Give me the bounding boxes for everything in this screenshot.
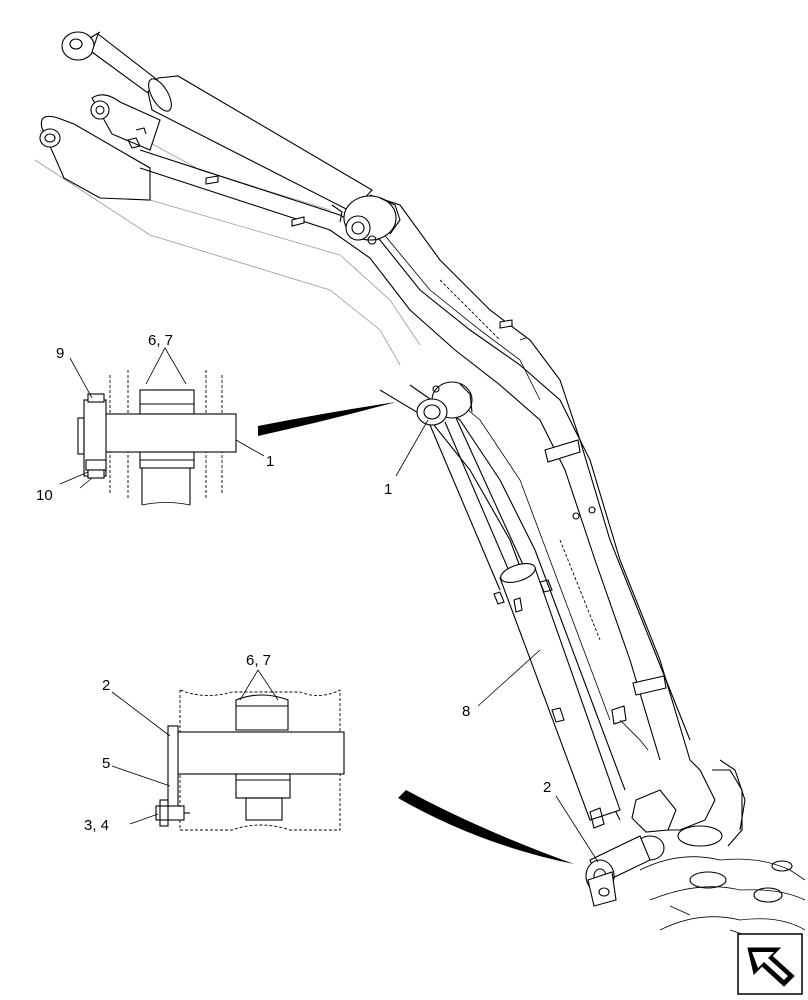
detail-view-foot-pin xyxy=(111,669,345,831)
callout-8: 8 xyxy=(462,703,470,720)
boom-upper-pin xyxy=(343,195,401,245)
callout-6-7-top: 6, 7 xyxy=(148,332,173,349)
bucket-cylinder xyxy=(61,31,373,223)
callout-6-7-bottom: 6, 7 xyxy=(246,652,271,669)
leader-wedge-bottom xyxy=(398,790,574,864)
boom-assembly xyxy=(34,31,806,941)
callout-3-4: 3, 4 xyxy=(84,817,109,834)
callout-2-main: 2 xyxy=(543,779,551,796)
boom-body xyxy=(139,149,746,831)
next-page-arrow-icon[interactable] xyxy=(737,933,803,995)
leader-2-main xyxy=(555,795,599,863)
boom-foot-pin xyxy=(585,789,677,907)
callout-5: 5 xyxy=(102,755,110,772)
callout-10: 10 xyxy=(36,487,53,504)
boom-cylinder-upper-pin xyxy=(416,381,473,426)
callout-1-detail: 1 xyxy=(266,453,274,470)
arm-link-plates xyxy=(39,94,161,201)
detail-view-upper-pin xyxy=(59,347,265,506)
callout-9: 9 xyxy=(56,345,64,362)
leader-1-main xyxy=(395,419,429,477)
leader-8 xyxy=(477,649,541,707)
callout-2-detail: 2 xyxy=(102,677,110,694)
boom-cylinder xyxy=(429,417,621,829)
callout-1-main: 1 xyxy=(384,481,392,498)
leader-wedge-top xyxy=(258,402,396,436)
